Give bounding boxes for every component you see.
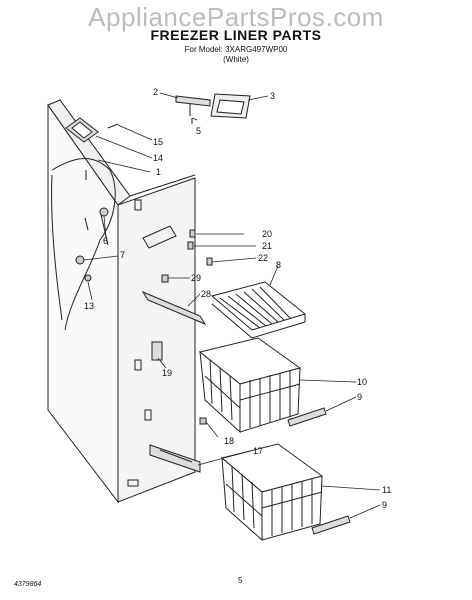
model-line: For Model: 3XARG497WP00 [184, 45, 288, 54]
callout-17: 17 [253, 446, 263, 456]
color-line: (White) [223, 55, 249, 64]
callout-21: 21 [262, 241, 272, 251]
shelf-bracket-part-28 [141, 290, 207, 326]
callout-28: 28 [201, 289, 211, 299]
callout-29: 29 [191, 273, 201, 283]
page-number: 5 [238, 576, 243, 585]
callout-9-upper: 9 [357, 392, 362, 402]
wire-basket-part-10 [198, 337, 302, 434]
wire-shelf-part-8 [210, 281, 307, 339]
callout-5: 5 [196, 126, 201, 136]
strip-part-9-lower [311, 515, 351, 535]
rail-part-17 [149, 444, 201, 473]
callout-20: 20 [262, 229, 272, 239]
part-6 [99, 207, 109, 217]
callout-7: 7 [120, 250, 125, 260]
callout-22: 22 [258, 253, 268, 263]
strip-part-9-upper [287, 407, 327, 427]
callout-labels: 2 3 5 15 14 1 6 7 13 20 21 22 8 29 28 19… [84, 87, 391, 510]
page-title: FREEZER LINER PARTS [150, 27, 322, 43]
callout-19: 19 [162, 368, 172, 378]
callout-9-lower: 9 [382, 500, 387, 510]
freezer-liner [47, 99, 196, 504]
document-number: 4379864 [14, 581, 42, 588]
callout-1: 1 [156, 167, 161, 177]
callout-18: 18 [224, 436, 234, 446]
callout-11: 11 [382, 485, 391, 495]
callout-10: 10 [357, 377, 367, 387]
callout-2: 2 [153, 87, 158, 97]
hinge-part-2 [175, 95, 211, 107]
callout-14: 14 [153, 153, 163, 163]
watermark-logo: AppliancePartsPros.com [88, 2, 384, 32]
callout-6: 6 [103, 236, 108, 246]
part-13 [84, 274, 92, 282]
callout-13: 13 [84, 301, 94, 311]
part-7 [75, 255, 85, 265]
callout-15: 15 [153, 137, 163, 147]
wire-basket-part-11 [220, 443, 324, 542]
callout-3: 3 [270, 91, 275, 101]
callout-8: 8 [276, 260, 281, 270]
